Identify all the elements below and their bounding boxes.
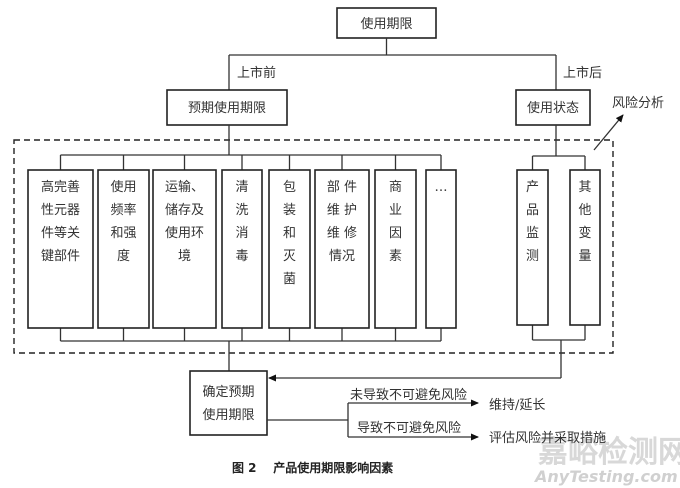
decision-node-box [189,370,268,436]
pre-market-factor-text-line: 度 [117,248,130,264]
outcome-condition: 未导致不可避免风险 [350,388,467,403]
risk-analysis-label: 风险分析 [612,96,664,111]
pre-market-factor-text-line: 储存及 [165,203,204,218]
root-node-label: 使用期限 [360,16,412,32]
pre-market-factor-box [425,169,457,329]
risk-analysis-arrow [593,114,624,151]
post-market-factor-text-line: 量 [578,249,591,264]
pre-market-factor-text-line: 使用 [110,179,136,195]
pre-market-factor-text-line: 灭 [283,249,296,264]
pre-market-factor-text-line: 运输、 [165,179,204,195]
post-market-factor-text-line: 他 [578,203,591,218]
pre-market-factor-text-line: 清 [235,180,248,195]
post-market-factor-text-line: 变 [578,225,591,241]
post-market-factor-text-line: 监 [526,226,539,241]
decision-node-line: 使用期限 [202,407,254,423]
pre-market-factor-box [27,169,94,329]
post-market-label: 上市后 [563,65,602,81]
pre-market-factor-text-line: 境 [178,249,191,264]
decision-node-line: 确定预期 [202,385,254,400]
pre-market-factor-text-line: 消 [235,226,248,241]
pre-market-label: 上市前 [237,65,276,81]
pre-market-factor-text-line: 洗 [235,203,248,218]
pre-market-factor-text-line: 和 [283,226,296,241]
pre-market-factor-text-line: 高完善 [41,179,80,195]
post-market-factor-text-line: 其 [578,180,591,195]
pre-market-factor-text-line: 维 护 [327,203,357,218]
pre-market-factor-text-line: 部 件 [327,180,357,195]
pre-market-factor-box [268,169,311,329]
post-market-factor-box [569,169,601,326]
pre-market-factor-box [97,169,150,329]
pre-market-node-label: 预期使用期限 [188,100,266,116]
pre-market-factor-box [374,169,417,329]
pre-market-factor-box [152,169,217,329]
root-node-box [336,7,437,39]
pre-market-factor-text-line: 件等关 [41,225,80,241]
post-market-factor-box [516,169,549,326]
watermark-en: AnyTesting.com [533,467,678,486]
post-market-factor-text-line: 产 [526,180,539,195]
watermark-cn: 嘉峪检测网 [538,435,680,470]
pre-market-factor-text-line: 素 [389,249,402,264]
figure-caption: 图 2 产品使用期限影响因素 [232,460,393,475]
pre-market-factor-text-line: 频率 [110,202,136,218]
pre-market-node-box [166,89,288,126]
pre-market-factor-text-line: 情况 [329,249,355,264]
pre-market-factor-text-line: 使用环 [165,225,204,241]
outcome-condition: 导致不可避免风险 [357,421,461,436]
pre-market-factor-box [314,169,370,329]
outcome-result: 评估风险并采取措施 [489,431,606,446]
pre-market-factor-text-line: 包 [283,180,296,195]
pre-market-factor-text-line: 键部件 [41,249,80,264]
pre-market-factor-text-line: 因 [389,226,402,241]
risk-analysis-region [13,139,614,354]
post-market-node-box [515,89,591,126]
pre-market-factor-text-line: … [435,180,448,195]
pre-market-factor-text-line: 装 [283,203,296,218]
pre-market-factor-text-line: 菌 [283,272,296,287]
pre-market-factor-text-line: 和强 [110,226,136,241]
pre-market-factor-text-line: 性元器 [41,203,80,218]
post-market-node-label: 使用状态 [527,100,579,116]
post-market-factor-text-line: 测 [526,249,539,264]
post-market-factor-text-line: 品 [526,203,539,218]
outcome-result: 维持/延长 [489,398,545,413]
pre-market-factor-text-line: 业 [389,203,402,218]
pre-market-factor-text-line: 毒 [235,249,248,264]
pre-market-factor-text-line: 商 [389,180,402,195]
pre-market-factor-box [221,169,263,329]
pre-market-factor-text-line: 维 修 [327,226,357,241]
